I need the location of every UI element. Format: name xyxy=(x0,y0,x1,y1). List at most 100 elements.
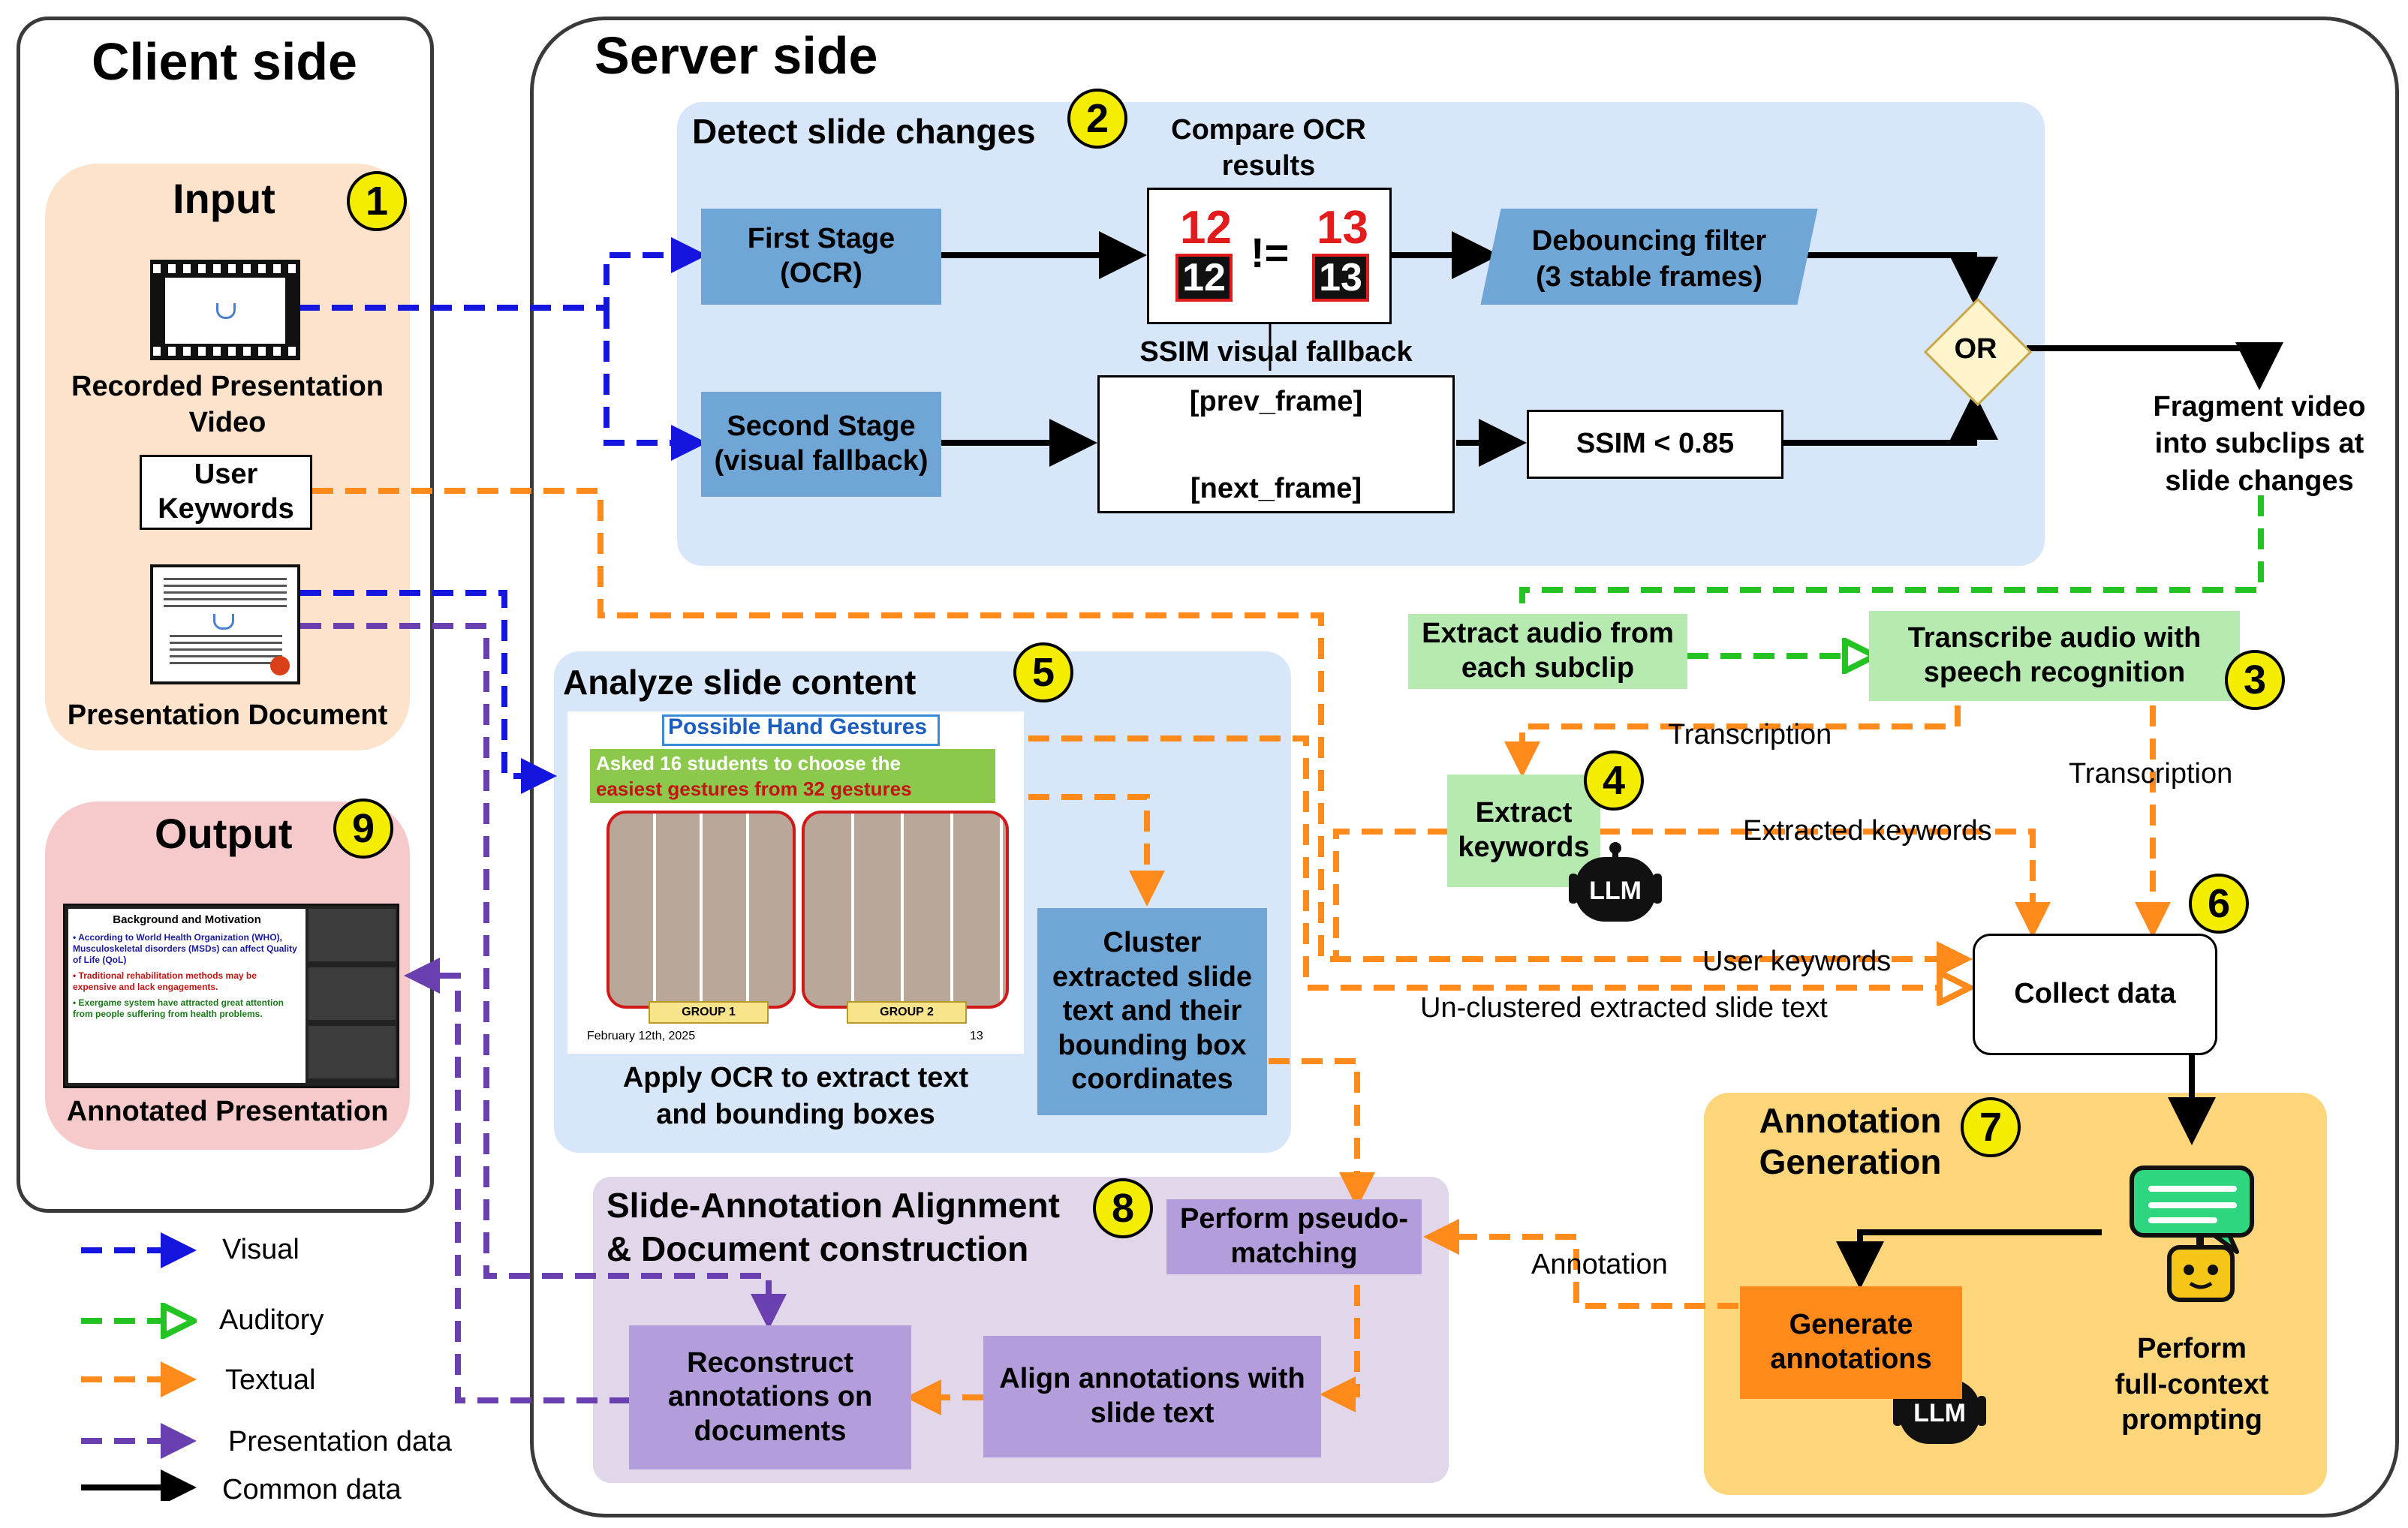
extract-keywords-label: Extract keywords xyxy=(1458,797,1590,863)
analyze-slide-content-title: Analyze slide content xyxy=(563,663,917,702)
extract-audio-box: Extract audio from each subclip xyxy=(1408,614,1687,689)
extract-audio-label: Extract audio from each subclip xyxy=(1422,618,1674,684)
ocr-crop-b: 13 xyxy=(1312,254,1369,302)
textual-wire-annotation xyxy=(1423,1219,1738,1309)
common-wire-ssim-or xyxy=(1783,392,1998,446)
annotation-flow-label: Annotation xyxy=(1531,1249,1668,1280)
film-strip-bottom xyxy=(153,347,297,356)
presentation-document-label: Presentation Document xyxy=(67,699,388,731)
ocr-crop-a: 12 xyxy=(1175,254,1233,302)
client-side-panel xyxy=(17,17,434,1213)
group-1-label-text: GROUP 1 xyxy=(682,1006,736,1019)
video-frame xyxy=(165,278,285,344)
full-context-prompting-label: Perform full-context prompting xyxy=(2115,1333,2269,1436)
annotated-presentation-thumbnail: Background and Motivation • According to… xyxy=(63,904,399,1088)
textual-wire-extracted-keywords xyxy=(1599,829,2051,938)
frames-box xyxy=(1097,375,1455,513)
input-title: Input xyxy=(173,175,275,222)
cluster-text-label: Cluster extracted slide text and their b… xyxy=(1052,927,1253,1096)
badge-9: 9 xyxy=(333,799,393,859)
badge-5: 5 xyxy=(1013,642,1073,702)
badge-2: 2 xyxy=(1067,89,1127,149)
annotated-slide-line-2: • Traditional rehabilitation methods may… xyxy=(73,970,257,992)
first-stage-ocr-label: First Stage (OCR) xyxy=(747,223,895,289)
chatbot-icon xyxy=(2130,1166,2254,1302)
collect-data-label: Collect data xyxy=(2014,978,2176,1010)
annotated-slide-line-3: • Exergame system have attracted great a… xyxy=(73,997,284,1019)
badge-6: 6 xyxy=(2189,874,2249,934)
user-keywords-label: User Keywords xyxy=(158,459,294,525)
ocr-number-b: 13 xyxy=(1317,202,1368,254)
generate-annotations-box: Generate annotations xyxy=(1740,1286,1962,1399)
ocr-crop-a-text: 12 xyxy=(1182,256,1226,299)
legend-textual-label: Textual xyxy=(225,1364,316,1396)
doc-text-lines xyxy=(164,578,287,608)
reconstruct-annotations-label: Reconstruct annotations on documents xyxy=(667,1346,873,1447)
cluster-text-box: Cluster extracted slide text and their b… xyxy=(1037,908,1267,1115)
recorded-video-label: Recorded Presentation Video xyxy=(71,371,384,438)
reconstruct-annotations-box: Reconstruct annotations on documents xyxy=(629,1325,911,1469)
textual-wire-unclustered xyxy=(1028,735,1964,988)
film-strip-top xyxy=(153,264,297,273)
llm-icon-keywords: LLM xyxy=(1569,842,1662,922)
pseudo-matching-label: Perform pseudo- matching xyxy=(1179,1203,1409,1269)
doc-author-lines xyxy=(170,635,282,665)
legend-visual-label: Visual xyxy=(222,1234,299,1265)
annotation-sidebar xyxy=(309,909,396,1083)
ssim-threshold-label: SSIM < 0.85 xyxy=(1576,428,1735,460)
not-equal-sign: != xyxy=(1251,229,1290,276)
second-stage-box: Second Stage (visual fallback) xyxy=(701,392,941,497)
ssim-visual-fallback-label: SSIM visual fallback xyxy=(1139,336,1413,368)
badge-3: 3 xyxy=(2225,650,2285,710)
transcribe-audio-box: Transcribe audio with speech recognition xyxy=(1869,611,2240,701)
recorded-video-thumbnail xyxy=(150,260,300,360)
output-title: Output xyxy=(155,810,293,857)
legend-auditory-label: Auditory xyxy=(219,1304,324,1336)
server-side-title: Server side xyxy=(594,26,878,85)
client-side-title: Client side xyxy=(92,32,357,91)
generate-annotations-label: Generate annotations xyxy=(1770,1309,1932,1375)
presentation-document-thumbnail xyxy=(150,564,300,684)
textual-wire-user-keywords xyxy=(312,488,1973,977)
legend-presentation-label: Presentation data xyxy=(228,1426,452,1457)
user-keywords-box: User Keywords xyxy=(140,455,312,530)
textual-wire-cluster-to-pseudo xyxy=(1269,1058,1375,1208)
textual-wire-to-cluster xyxy=(1028,794,1165,907)
badge-8: 8 xyxy=(1093,1178,1153,1238)
transcribe-audio-label: Transcribe audio with speech recognition xyxy=(1907,622,2202,688)
annotation-generation-title: Annotation Generation xyxy=(1759,1101,1942,1182)
visual-wire-first-stage xyxy=(299,237,707,311)
llm-text: LLM xyxy=(1913,1399,1966,1427)
annotated-presentation-label: Annotated Presentation xyxy=(66,1096,389,1127)
doc-logo xyxy=(213,614,234,630)
annotated-slide-line-1: • According to World Health Organization… xyxy=(73,931,297,965)
annotated-slide-heading: Background and Motivation xyxy=(113,913,261,926)
align-annotations-box: Align annotations with slide text xyxy=(983,1336,1321,1457)
badge-7: 7 xyxy=(1961,1097,2021,1157)
badge-4: 4 xyxy=(1584,750,1644,811)
common-wire-debounce-or xyxy=(1789,252,1998,305)
ocr-slide-title-box xyxy=(662,714,940,746)
gesture-group-1 xyxy=(607,811,796,1009)
user-keywords-flow-label: User keywords xyxy=(1702,946,1892,977)
video-frame-logo xyxy=(216,303,236,319)
pseudo-matching-box: Perform pseudo- matching xyxy=(1166,1199,1422,1274)
visual-wire-second-stage xyxy=(604,308,707,461)
ocr-crop-b-text: 13 xyxy=(1319,256,1362,299)
ocr-slide-date: February 12th, 2025 xyxy=(587,1030,696,1042)
visual-wire-analyze xyxy=(300,590,557,794)
first-stage-ocr-box: First Stage (OCR) xyxy=(701,209,941,305)
llm-text: LLM xyxy=(1589,877,1642,905)
transcription-label-b: Transcription xyxy=(2069,758,2233,790)
alignment-title: Slide-Annotation Alignment & Document co… xyxy=(607,1186,1060,1268)
next-frame-label: [next_frame] xyxy=(1190,473,1362,504)
badge-1: 1 xyxy=(347,171,407,231)
detect-slide-changes-title: Detect slide changes xyxy=(692,112,1036,151)
fragment-video-label: Fragment video into subclips at slide ch… xyxy=(2153,391,2366,497)
ocr-slide-page: 13 xyxy=(970,1030,983,1042)
auditory-wire-fragment xyxy=(1519,495,2264,621)
ocr-slide-title: Possible Hand Gestures xyxy=(668,714,928,739)
common-wire-prompt-generate xyxy=(1836,1229,2102,1289)
prev-frame-label: [prev_frame] xyxy=(1189,386,1363,417)
